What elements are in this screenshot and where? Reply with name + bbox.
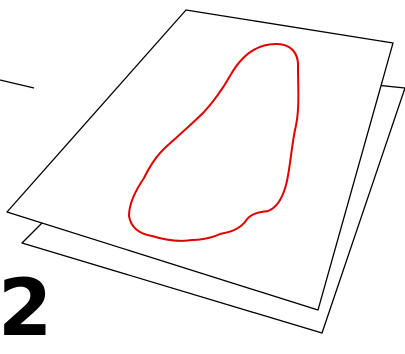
footprint-diagram [0,0,405,340]
leader-line [0,80,34,88]
step-number-label: 2 [0,270,52,348]
